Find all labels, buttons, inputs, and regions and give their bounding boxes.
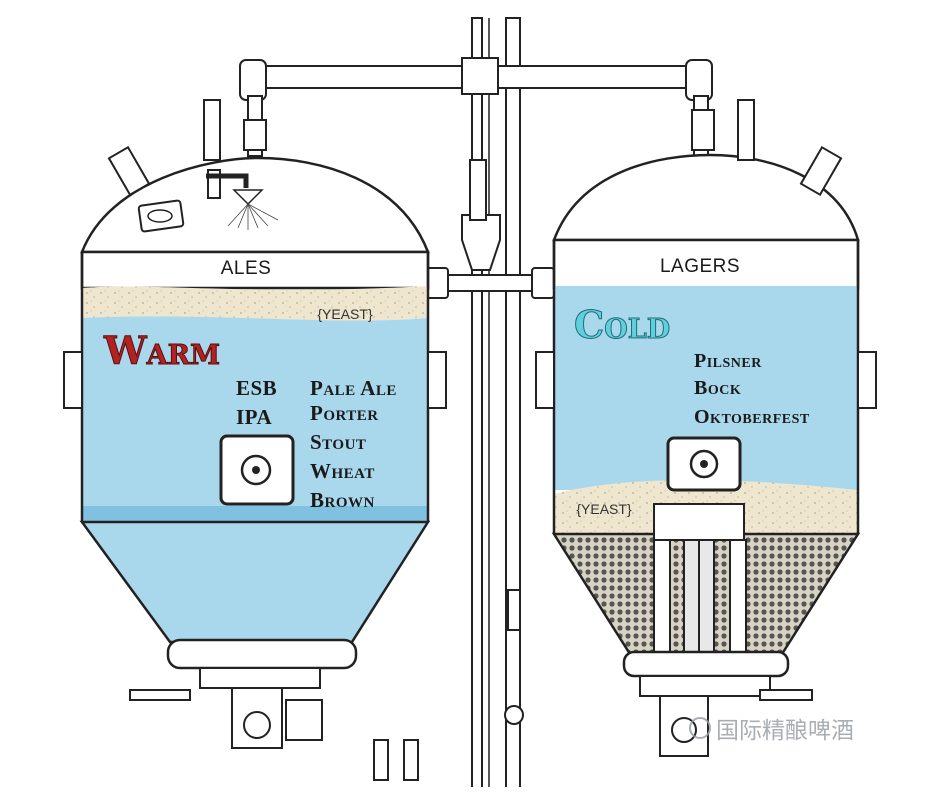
lager-tank-dome — [552, 153, 860, 242]
ale-style: IPA — [236, 405, 272, 429]
lager-yeast-label: {YEAST} — [576, 501, 632, 517]
vertical-pipe-right — [505, 17, 521, 789]
ale-foam-layer — [82, 286, 428, 321]
ale-yeast-label: {YEAST} — [317, 306, 373, 322]
watermark-text: 国际精酿啤酒 — [716, 718, 854, 744]
lager-style: Pilsner — [694, 350, 762, 372]
ale-style: ESB — [236, 376, 277, 400]
ale-style: Brown — [310, 488, 375, 512]
ale-fermenter: ALES {YEAST} Warm ESB IPA Pale Ale Porte… — [63, 99, 447, 749]
central-pipe-system — [239, 17, 713, 789]
ale-style: Pale Ale — [310, 376, 397, 400]
lager-style: Oktoberfest — [694, 406, 810, 428]
cold-label: Cold — [574, 302, 670, 347]
ale-liquid — [82, 316, 428, 510]
warm-label: Warm — [103, 328, 220, 373]
watermark: 国际精酿啤酒 — [689, 717, 854, 744]
ale-style: Stout — [310, 430, 366, 454]
sight-glass — [461, 214, 501, 271]
vertical-pipe-left — [471, 17, 483, 789]
lager-tank-header: LAGERS — [660, 256, 740, 277]
ale-style: Wheat — [310, 459, 375, 483]
ale-tank-header: ALES — [221, 258, 272, 279]
dome-hatch — [137, 199, 185, 233]
lager-fermenter: LAGERS {YEAST} Cold Pilsner Bock Oktober… — [535, 99, 877, 757]
ale-style: Porter — [310, 401, 379, 425]
ale-tank-cone — [79, 520, 431, 644]
lager-style: Bock — [694, 377, 741, 399]
